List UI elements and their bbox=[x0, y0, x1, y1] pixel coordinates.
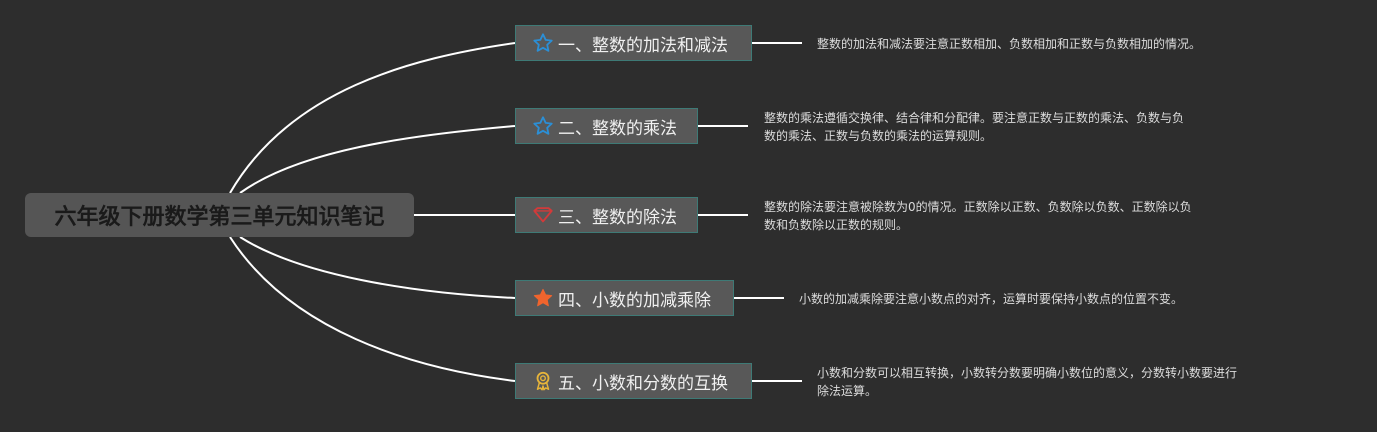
topic-4-note: 小数的加减乘除要注意小数点的对齐，运算时要保持小数点的位置不变。 bbox=[799, 292, 1184, 306]
root-topic[interactable]: 六年级下册数学第三单元知识笔记 bbox=[25, 193, 414, 237]
topic-5[interactable]: 五、小数和分数的互换 bbox=[515, 363, 752, 399]
branch-line-5 bbox=[229, 236, 516, 382]
topic-2-note: 整数的乘法遵循交换律、结合律和分配律。要注意正数与正数的乘法、负数与负 数的乘法… bbox=[764, 111, 1185, 143]
star-filled-orange-icon bbox=[532, 287, 554, 309]
topic-1-label: 一、整数的加法和减法 bbox=[558, 35, 728, 56]
topic-3-note: 整数的除法要注意被除数为0的情况。正数除以正数、负数除以负数、正数除以负 数和负… bbox=[764, 200, 1192, 232]
topic-5-label: 五、小数和分数的互换 bbox=[558, 373, 728, 394]
topic-5-note: 小数和分数可以相互转换，小数转分数要明确小数位的意义，分数转小数要进行 除法运算… bbox=[817, 366, 1238, 398]
award-badge-icon bbox=[532, 370, 554, 392]
topic-4-label: 四、小数的加减乘除 bbox=[558, 290, 711, 311]
star-outline-blue-icon bbox=[532, 32, 554, 54]
topic-3-label: 三、整数的除法 bbox=[558, 207, 677, 228]
topic-3[interactable]: 三、整数的除法 bbox=[515, 197, 698, 233]
branch-line-1 bbox=[229, 42, 516, 194]
topic-4[interactable]: 四、小数的加减乘除 bbox=[515, 280, 734, 316]
heart-outline-red-icon bbox=[532, 204, 554, 226]
topic-2-label: 二、整数的乘法 bbox=[558, 118, 677, 139]
topic-2[interactable]: 二、整数的乘法 bbox=[515, 108, 698, 144]
branch-line-2 bbox=[239, 125, 516, 194]
star-outline-blue-icon bbox=[532, 115, 554, 137]
topic-1-note: 整数的加法和减法要注意正数相加、负数相加和正数与负数相加的情况。 bbox=[817, 37, 1202, 51]
root-topic-label: 六年级下册数学第三单元知识笔记 bbox=[54, 205, 385, 230]
branch-line-4 bbox=[239, 236, 516, 299]
topic-1[interactable]: 一、整数的加法和减法 bbox=[515, 25, 752, 61]
